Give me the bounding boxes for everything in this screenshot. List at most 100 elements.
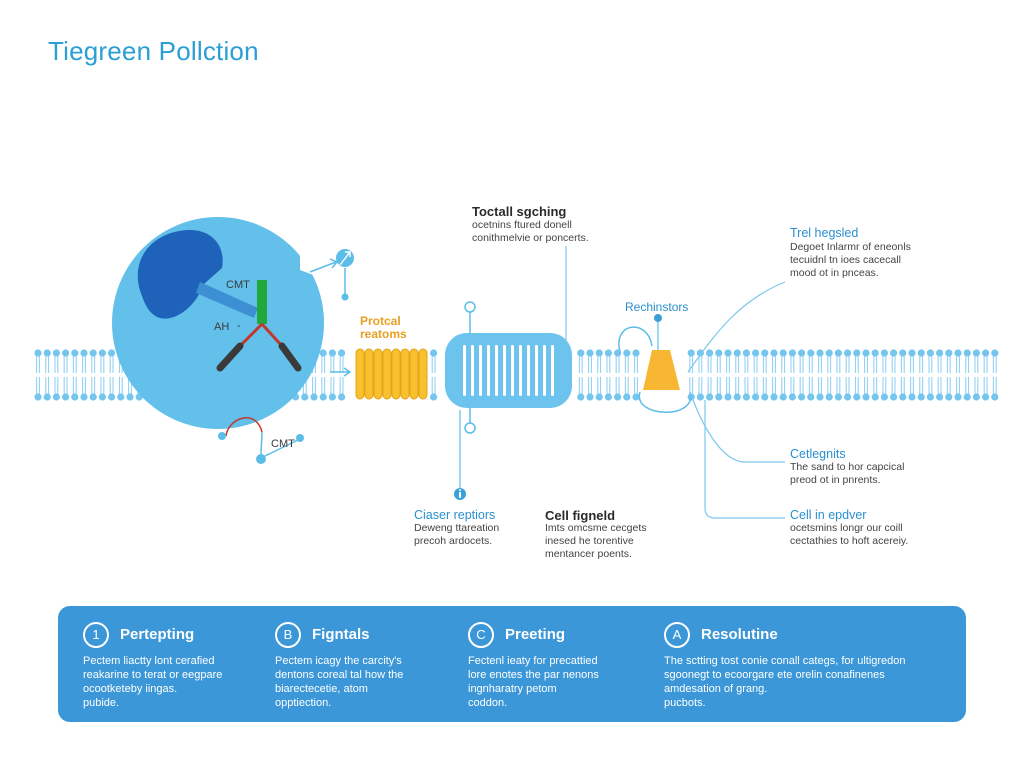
lipid-head [706, 393, 714, 401]
lipid-tail [983, 356, 988, 373]
step-badge: C [468, 622, 494, 648]
yellow-protein-segment [418, 348, 428, 400]
step-line: coddon. [468, 697, 508, 709]
dark-arm-right [278, 342, 302, 372]
lipid-head [954, 393, 962, 401]
lipid-tail [992, 356, 997, 373]
receptor-loop [618, 326, 653, 353]
lipid-tail [799, 377, 804, 394]
lipid-head [430, 349, 438, 357]
lipid-head [126, 393, 134, 401]
link-dot-middle [256, 454, 266, 464]
channel-pores [463, 345, 554, 396]
channel-pore [543, 345, 546, 396]
lipid-head [834, 349, 843, 357]
lipid-head [595, 393, 603, 401]
lipid-tail [790, 356, 795, 373]
trel-leader-line [687, 281, 786, 373]
lipid-head [825, 349, 833, 357]
lipid-tail [82, 377, 86, 394]
toctall-callout-line: ocetnins ftured donell [472, 219, 572, 231]
lipid-tail [624, 377, 629, 394]
lipid-tail [919, 356, 924, 373]
lipid-head [963, 349, 971, 357]
lipid-head [80, 393, 88, 401]
lipid-head [899, 393, 907, 401]
lipid-tail [63, 377, 68, 394]
toctall-callout-title: Toctall sgching [472, 204, 567, 219]
lipid-tail [845, 356, 850, 373]
lipid-head [328, 349, 336, 357]
lipid-head [742, 393, 751, 401]
lipid-head [752, 393, 760, 401]
lipid-tail [827, 356, 832, 373]
lipid-tail [762, 377, 767, 394]
step-title: Figntals [312, 626, 370, 643]
steps-panel: 1 Pertepting Pectem liactty lont cerafie… [58, 606, 966, 722]
lipid-head [98, 349, 106, 357]
lipid-head [89, 349, 97, 357]
lipid-tail [900, 377, 905, 394]
lipid-head [733, 349, 741, 357]
channel-pore [495, 345, 498, 396]
lipid-tail [726, 356, 730, 373]
figneld-callout-line: mentancer poents. [545, 548, 632, 560]
arrow-right-icon [330, 367, 352, 377]
lipid-tail [597, 377, 602, 394]
figneld-callout-title: Cell figneld [545, 508, 616, 523]
lipid-head [954, 349, 962, 357]
lipid-tail [109, 377, 114, 394]
lipid-tail [36, 356, 40, 373]
lipid-tail [118, 377, 123, 394]
lipid-head [982, 393, 990, 401]
lipid-head [43, 349, 51, 357]
lipid-tail [772, 377, 776, 394]
channel-pore [511, 345, 514, 396]
step-badge: 1 [83, 622, 109, 648]
lipid-head [310, 393, 318, 401]
ah-label: AH [214, 321, 230, 333]
lipid-head [963, 393, 971, 401]
lipid-tail [937, 356, 942, 373]
lipid-tail [578, 356, 583, 373]
membrane-diagram [34, 217, 999, 519]
lipid-tail [928, 356, 933, 373]
lipid-tail [72, 377, 77, 394]
cell-notch [300, 245, 332, 282]
lipid-tail [882, 356, 887, 373]
yellow-protein-segment [382, 348, 392, 400]
lipid-tail [109, 356, 114, 373]
lipid-head [945, 349, 953, 357]
channel-pore [463, 345, 466, 396]
lipid-head [614, 393, 622, 401]
lipid-head [319, 349, 327, 357]
lipid-head [807, 393, 815, 401]
lipid-head [862, 349, 870, 357]
lipid-head [972, 393, 981, 401]
lipid-tail [330, 377, 335, 394]
lipid-head [62, 393, 70, 401]
epdver-callout-line: cectathies to hoft acereiy. [790, 535, 909, 547]
lipid-head [696, 349, 705, 357]
lipid-tail [321, 356, 326, 373]
lipid-tail [753, 377, 758, 394]
lipid-head [117, 393, 125, 401]
lipid-tail [910, 356, 914, 373]
lipid-tail [726, 377, 730, 394]
lipid-head [52, 393, 61, 401]
lipid-tail [974, 356, 979, 373]
lipid-head [595, 349, 603, 357]
lipid-tail [45, 356, 50, 373]
lipid-head [338, 349, 346, 357]
lipid-head [108, 349, 116, 357]
lipid-tail [431, 377, 436, 394]
dark-arm-left [216, 342, 244, 372]
cmt-top-label: CMT [226, 279, 250, 291]
lipid-head [816, 349, 824, 357]
lipid-head [926, 349, 935, 357]
channel-pore [551, 345, 554, 396]
lipid-head [632, 393, 640, 401]
step-line: reakarine to terat or eegpare [83, 669, 223, 681]
lipid-head [779, 349, 787, 357]
lipid-tail [100, 377, 105, 394]
